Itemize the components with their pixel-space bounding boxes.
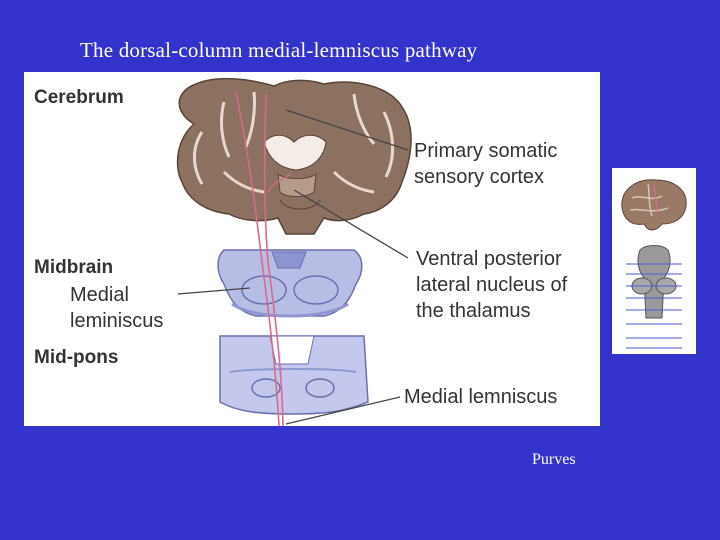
leader-lines <box>177 109 409 425</box>
slide-title: The dorsal-column medial-lemniscus pathw… <box>80 38 478 62</box>
label-medial-lemniscus: Medial lemniscus <box>404 386 558 408</box>
leader-line-vpl <box>293 189 409 259</box>
label-primary-cortex-line1: Primary somatic <box>414 140 558 162</box>
midbrain-section <box>217 249 363 318</box>
brainstem-icon <box>631 245 677 319</box>
orientation-inset <box>612 168 696 354</box>
label-medial-leminiscus-line1: Medial <box>70 284 129 306</box>
label-vpl-line1: Ventral posterior <box>416 248 562 270</box>
leader-line-cortex <box>285 109 409 151</box>
pathway-fibers <box>235 91 291 426</box>
label-vpl-line3: the thalamus <box>416 300 531 322</box>
label-medial-leminiscus-line2: leminiscus <box>70 310 164 332</box>
brain-illustration <box>176 77 412 426</box>
label-midbrain: Midbrain <box>34 257 114 278</box>
label-vpl-line2: lateral nucleus of <box>416 274 568 296</box>
label-cerebrum: Cerebrum <box>34 87 124 108</box>
section-level-lines <box>626 263 682 349</box>
pathway-figure: Cerebrum Primary somatic sensory cortex … <box>24 72 600 426</box>
lateral-brain-icon <box>621 179 687 231</box>
pons-section <box>219 335 369 415</box>
leader-line-pons-lemniscus <box>285 396 401 425</box>
figure-credit: Purves <box>532 451 576 468</box>
label-primary-cortex-line2: sensory cortex <box>414 166 545 188</box>
coronal-brain-section <box>176 77 412 235</box>
label-midpons: Mid-pons <box>34 347 119 368</box>
leader-line-midbrain-lemniscus <box>177 287 251 295</box>
inset-illustration <box>621 179 687 349</box>
